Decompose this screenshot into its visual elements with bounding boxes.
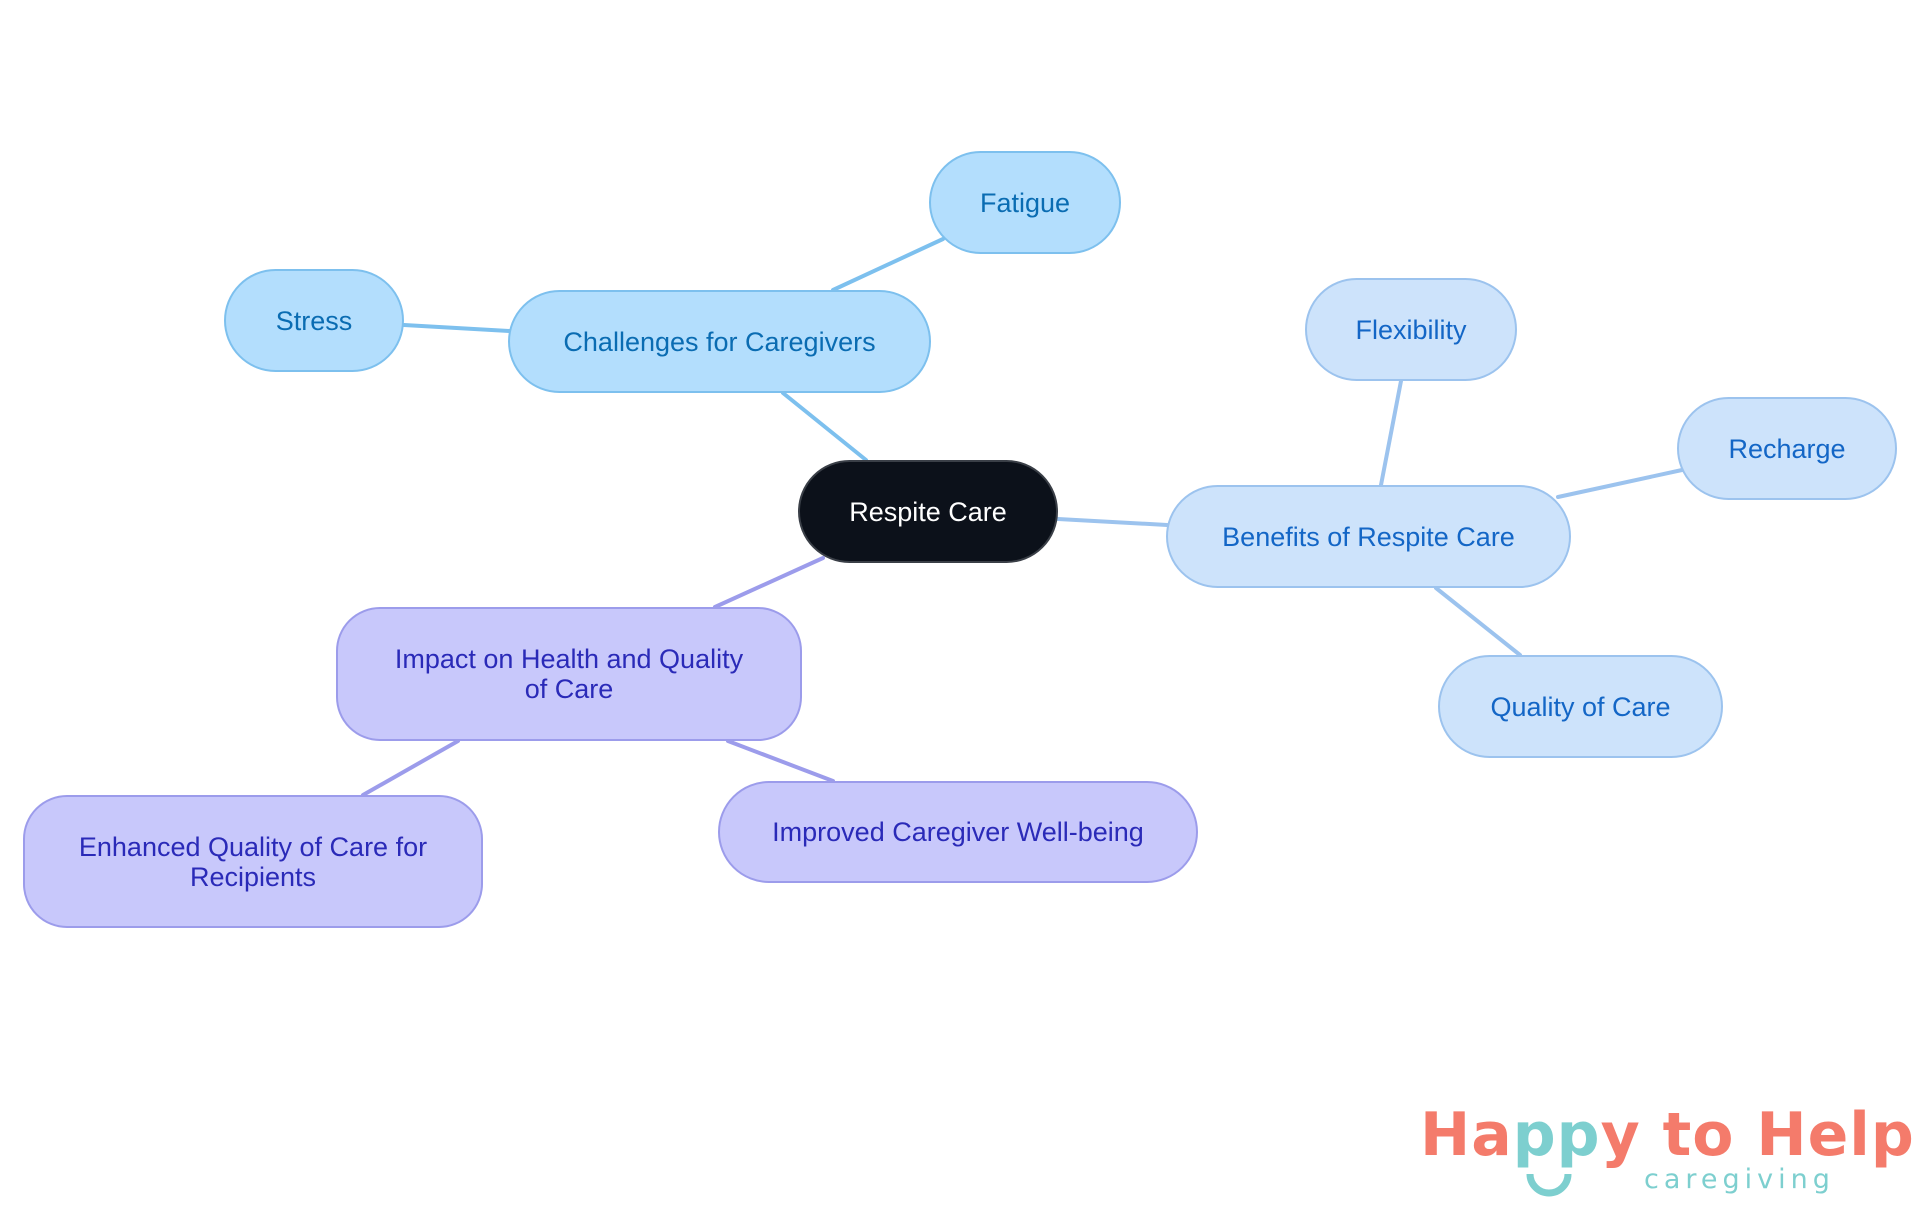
logo-tagline: caregiving bbox=[1644, 1164, 1835, 1195]
edge-impact-improved bbox=[726, 739, 835, 783]
edge-benefits-quality bbox=[1434, 586, 1522, 657]
node-improved-caregiver-well-being[interactable]: Improved Caregiver Well-being bbox=[718, 781, 1198, 883]
edge-challenges-stress bbox=[402, 323, 512, 333]
edge-root-impact bbox=[713, 556, 825, 609]
node-fatigue[interactable]: Fatigue bbox=[929, 151, 1121, 254]
logo-text-pp: pp bbox=[1512, 1100, 1601, 1170]
logo-wordmark: Happy to Help bbox=[1420, 1100, 1915, 1170]
node-respite-care[interactable]: Respite Care bbox=[798, 460, 1058, 563]
edge-root-benefits bbox=[1056, 517, 1169, 527]
node-recharge[interactable]: Recharge bbox=[1677, 397, 1897, 500]
node-challenges-for-caregivers[interactable]: Challenges for Caregivers bbox=[508, 290, 931, 393]
edge-benefits-flexibility bbox=[1379, 379, 1403, 487]
node-quality-of-care[interactable]: Quality of Care bbox=[1438, 655, 1723, 758]
node-enhanced-quality-of-care[interactable]: Enhanced Quality of Care for Recipients bbox=[23, 795, 483, 928]
edge-impact-enhanced bbox=[361, 739, 460, 797]
smile-icon bbox=[1526, 1173, 1572, 1197]
edge-benefits-recharge bbox=[1556, 468, 1684, 499]
logo-text-y-to-help: y to Help bbox=[1600, 1100, 1915, 1170]
edge-challenges-fatigue bbox=[831, 237, 945, 292]
edge-root-challenges bbox=[781, 391, 868, 462]
happy-to-help-logo: Happy to Help caregiving bbox=[1420, 1100, 1914, 1210]
node-flexibility[interactable]: Flexibility bbox=[1305, 278, 1517, 381]
node-benefits-of-respite-care[interactable]: Benefits of Respite Care bbox=[1166, 485, 1571, 588]
logo-text-ha: Ha bbox=[1420, 1100, 1513, 1170]
node-stress[interactable]: Stress bbox=[224, 269, 404, 372]
node-impact-on-health[interactable]: Impact on Health and Quality of Care bbox=[336, 607, 802, 741]
